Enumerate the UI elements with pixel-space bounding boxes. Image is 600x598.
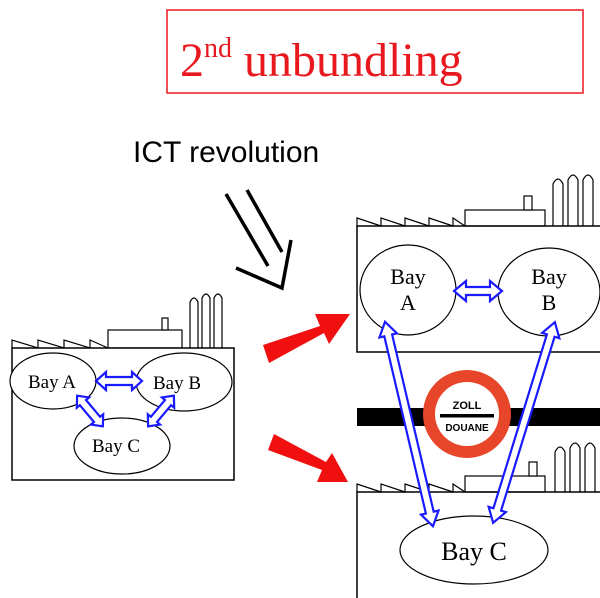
factory-before-block (107, 329, 183, 349)
link-a-c-before (75, 394, 105, 428)
bay-a-after-label-2: A (400, 290, 416, 315)
bays-before: Bay A Bay B Bay C (9, 352, 233, 475)
factory-top-stack-2 (567, 174, 579, 226)
title-text: 2nd unbundling (180, 33, 463, 87)
link-a-c-after (377, 319, 441, 529)
bay-a-after-label-1: Bay (390, 264, 425, 289)
factory-before-stack-3 (213, 293, 223, 348)
title-box: 2nd unbundling (166, 9, 584, 94)
factory-before-stack-2 (201, 293, 211, 348)
bay-b-after-label-1: Bay (531, 264, 566, 289)
factory-top-chimney-small (523, 195, 533, 211)
factory-bottom-stack-2 (569, 442, 581, 492)
bay-c-before-label: Bay C (92, 436, 140, 457)
factory-top-stack-3 (582, 174, 594, 226)
customs-sign-top: ZOLL (453, 400, 482, 412)
factory-after-top: Bay A Bay B (356, 174, 600, 353)
factory-bottom-roof (356, 482, 466, 493)
bay-b-after-label-2: B (542, 290, 557, 315)
link-b-c-before (146, 394, 176, 428)
ict-down-arrow (224, 189, 293, 291)
links-before (75, 369, 176, 428)
factory-bottom-chimney-small (528, 461, 538, 477)
factory-before-chimney-small (161, 317, 169, 331)
factory-bottom-body (356, 491, 600, 598)
factory-top-body (356, 225, 600, 353)
bay-c-before (73, 417, 171, 475)
factory-before-stack-1 (189, 297, 199, 348)
driver-label: ICT revolution (133, 136, 319, 169)
link-a-b-after (452, 278, 504, 304)
link-a-b-before (94, 369, 144, 393)
factory-bottom-stack-3 (584, 442, 596, 492)
factory-before-roof (11, 339, 109, 349)
customs-sign-bottom: DOUANE (445, 423, 489, 434)
factory-bottom-stack-1 (554, 446, 566, 492)
factory-top-block (464, 209, 546, 227)
bay-a-before-label: Bay A (28, 372, 76, 393)
bay-c-after (399, 515, 549, 585)
customs-sign-bar (440, 414, 494, 418)
customs-sign: ZOLL DOUANE (423, 370, 511, 458)
links-after (377, 278, 561, 529)
factory-after-bottom: Bay C (356, 442, 600, 598)
bay-c-after-label: Bay C (441, 537, 507, 566)
factory-top-stack-1 (552, 178, 564, 226)
bay-b-before-label: Bay B (153, 373, 201, 394)
title-frame (166, 9, 584, 94)
red-arrow-upper (263, 314, 350, 363)
factory-top-roof (356, 216, 466, 227)
link-b-c-after (487, 320, 561, 525)
red-arrow-lower (268, 434, 348, 482)
